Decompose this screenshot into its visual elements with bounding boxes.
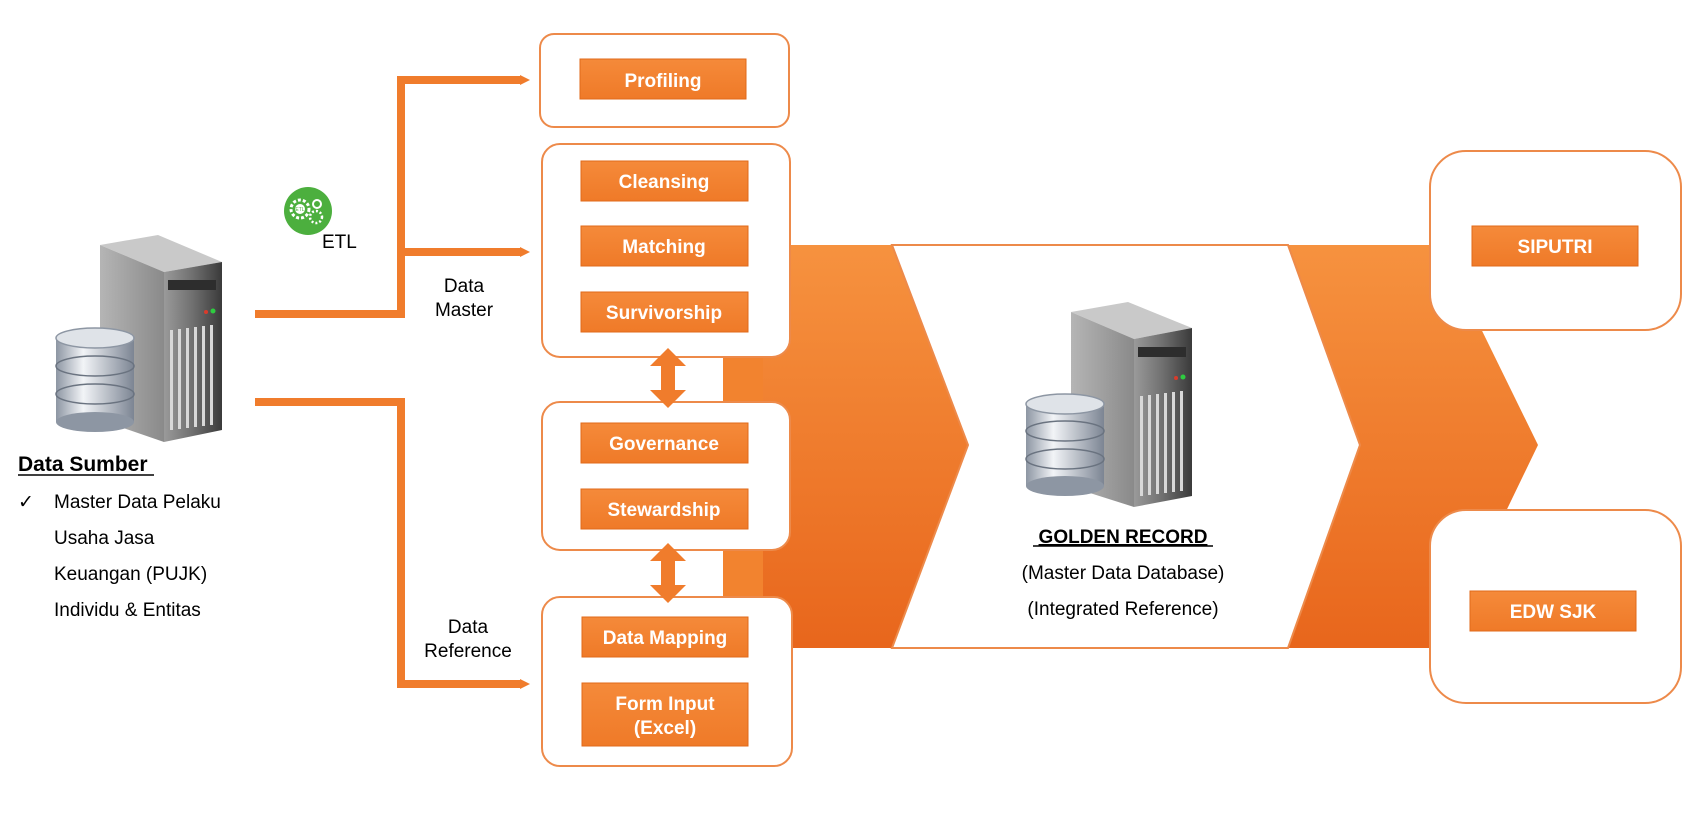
survivorship-label: Survivorship bbox=[606, 303, 722, 324]
source-line-3: Keuangan (PUJK) bbox=[54, 564, 207, 585]
data-mapping-button[interactable]: Data Mapping bbox=[581, 616, 749, 658]
data-reference-label-line2: Reference bbox=[424, 641, 512, 662]
golden-record-title: GOLDEN RECORD bbox=[1039, 527, 1208, 548]
profiling-button[interactable]: Profiling bbox=[579, 58, 747, 100]
profiling-label: Profiling bbox=[624, 71, 701, 92]
data-reference-label-line1: Data bbox=[448, 617, 489, 638]
double-arrow-1-icon bbox=[650, 348, 686, 408]
golden-record-line1: (Master Data Database) bbox=[1022, 563, 1225, 584]
data-mapping-label: Data Mapping bbox=[603, 628, 728, 649]
source-line-1: Master Data Pelaku bbox=[54, 492, 221, 513]
stewardship-button[interactable]: Stewardship bbox=[580, 488, 749, 530]
form-input-label-line2: (Excel) bbox=[634, 718, 696, 739]
arrow-to-profiling bbox=[255, 75, 530, 318]
checkmark-icon: ✓ bbox=[18, 492, 34, 513]
edw-sjk-button[interactable]: EDW SJK bbox=[1469, 590, 1637, 632]
matching-label: Matching bbox=[622, 237, 705, 258]
siputri-button[interactable]: SIPUTRI bbox=[1471, 225, 1639, 267]
database-cylinder-icon bbox=[55, 327, 135, 432]
etl-badge-text: ETL bbox=[295, 207, 304, 213]
source-line-2: Usaha Jasa bbox=[54, 528, 155, 549]
data-master-label-line2: Master bbox=[435, 300, 494, 321]
edw-sjk-label: EDW SJK bbox=[1510, 602, 1597, 623]
form-input-button[interactable]: Form Input (Excel) bbox=[581, 682, 749, 747]
source-line-4: Individu & Entitas bbox=[54, 600, 201, 621]
double-arrow-2-icon bbox=[650, 543, 686, 603]
golden-database-cylinder-icon bbox=[1025, 393, 1105, 496]
governance-button[interactable]: Governance bbox=[580, 422, 749, 464]
golden-record-line2: (Integrated Reference) bbox=[1027, 599, 1218, 620]
form-input-label-line1: Form Input bbox=[615, 694, 715, 715]
arrow-to-mapping-group bbox=[255, 398, 530, 689]
data-master-label-line1: Data bbox=[444, 276, 485, 297]
etl-label: ETL bbox=[322, 232, 357, 253]
governance-label: Governance bbox=[609, 434, 719, 455]
data-sumber-title: Data Sumber bbox=[18, 453, 148, 476]
cleansing-button[interactable]: Cleansing bbox=[580, 160, 749, 202]
source-server-icon bbox=[55, 235, 222, 442]
flow-arrows bbox=[255, 75, 530, 689]
survivorship-button[interactable]: Survivorship bbox=[580, 291, 749, 333]
siputri-label: SIPUTRI bbox=[1518, 237, 1593, 258]
stewardship-label: Stewardship bbox=[608, 500, 721, 521]
cleansing-label: Cleansing bbox=[619, 172, 710, 193]
etl-gears-icon: ETL bbox=[284, 187, 332, 235]
matching-button[interactable]: Matching bbox=[580, 225, 749, 267]
golden-record-server-icon bbox=[1025, 302, 1192, 507]
